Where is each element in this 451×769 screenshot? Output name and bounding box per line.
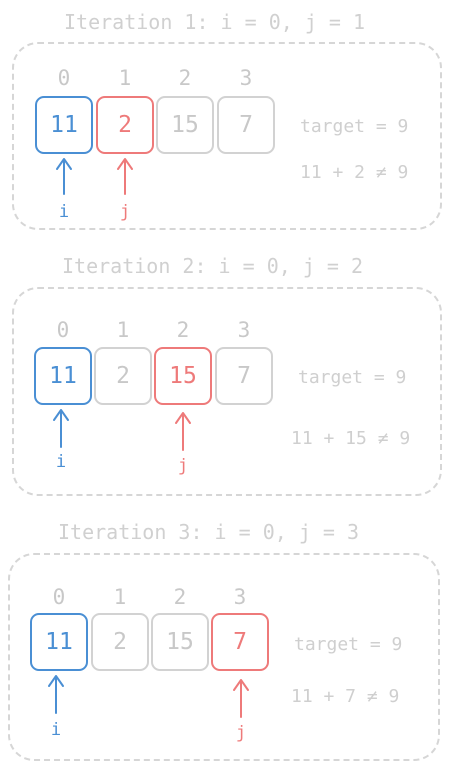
pointer-j-arrow-icon (117, 158, 133, 195)
pointer-j-label: j (119, 202, 131, 222)
iteration-title: Iteration 3: i = 0, j = 3 (58, 520, 360, 544)
array-cell: 2 (91, 613, 149, 671)
index-label: 1 (116, 318, 130, 342)
index-label: 0 (57, 66, 71, 90)
pointer-i-label: i (58, 202, 70, 222)
iteration-panel (12, 287, 442, 496)
array-cell: 15 (156, 96, 214, 154)
target-text: target = 9 (298, 367, 407, 388)
index-label: 2 (173, 585, 187, 609)
iteration-1: Iteration 1: i = 0, j = 1 0 1 2 3 11 2 1… (0, 0, 451, 240)
array-cell-i: 11 (30, 613, 88, 671)
index-label: 0 (52, 585, 66, 609)
target-text: target = 9 (294, 634, 403, 655)
index-label: 1 (118, 66, 132, 90)
iteration-2: Iteration 2: i = 0, j = 2 0 1 2 3 11 2 1… (12, 254, 442, 496)
array-cell: 7 (215, 347, 273, 405)
pointer-i-arrow-icon (56, 158, 72, 195)
iteration-title: Iteration 2: i = 0, j = 2 (62, 254, 364, 278)
pointer-i-label: i (55, 452, 67, 472)
check-text: 11 + 2 ≠ 9 (300, 162, 409, 183)
check-text: 11 + 15 ≠ 9 (291, 428, 411, 449)
index-label: 0 (56, 318, 70, 342)
array-cell: 2 (94, 347, 152, 405)
iteration-panel (12, 42, 442, 230)
array-cell-j: 7 (211, 613, 269, 671)
array-cell-i: 11 (34, 347, 92, 405)
iteration-panel (8, 553, 440, 761)
pointer-j-arrow-icon (233, 679, 249, 718)
array-cell-j: 15 (154, 347, 212, 405)
pointer-i-label: i (50, 720, 62, 740)
index-label: 2 (178, 66, 192, 90)
index-label: 1 (113, 585, 127, 609)
array-cell: 15 (151, 613, 209, 671)
pointer-i-arrow-icon (48, 675, 64, 714)
array-cell-j: 2 (96, 96, 154, 154)
index-label: 3 (237, 318, 251, 342)
index-label: 3 (239, 66, 253, 90)
array-cell: 7 (217, 96, 275, 154)
pointer-j-label: j (235, 723, 247, 743)
pointer-i-arrow-icon (53, 409, 69, 448)
target-text: target = 9 (300, 116, 409, 137)
index-label: 2 (176, 318, 190, 342)
iteration-title: Iteration 1: i = 0, j = 1 (64, 10, 366, 34)
pointer-j-label: j (177, 456, 189, 476)
pointer-j-arrow-icon (175, 412, 191, 451)
array-cell-i: 11 (35, 96, 93, 154)
index-label: 3 (233, 585, 247, 609)
check-text: 11 + 7 ≠ 9 (291, 686, 400, 707)
